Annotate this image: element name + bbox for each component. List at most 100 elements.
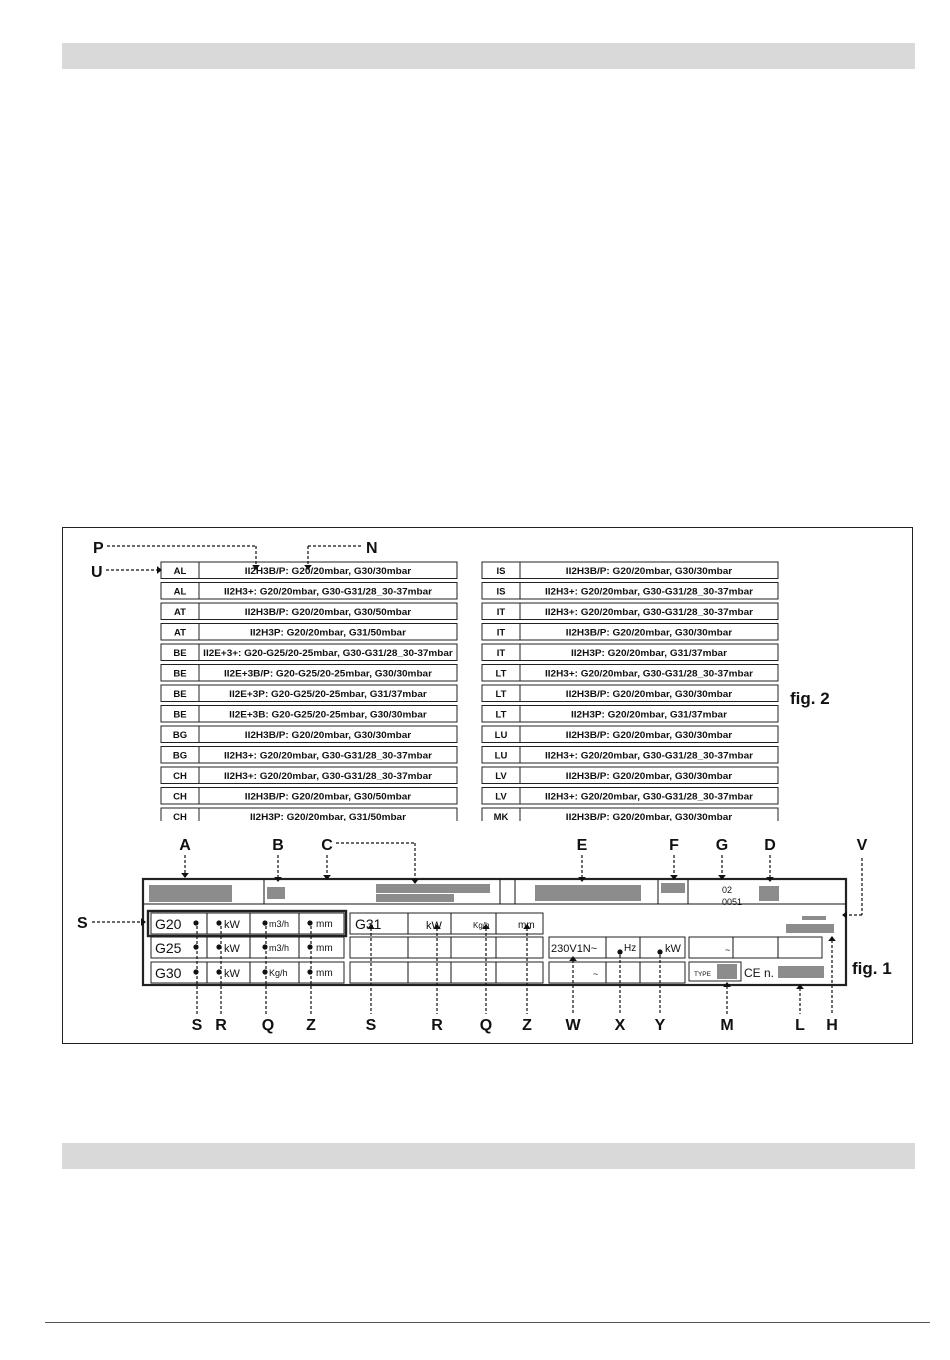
marker-z: [307, 969, 313, 975]
country-code: LT: [496, 669, 507, 680]
arrow-h: [828, 936, 836, 941]
arrow-c: [323, 875, 331, 880]
arrow-s-side: [141, 918, 146, 926]
gas-category-cell: [519, 705, 779, 723]
gas-category-text: II2H3B/P: G20/20mbar, G30/30mbar: [566, 689, 733, 700]
gas-category-cell: [198, 582, 458, 600]
header-code-1: 02: [722, 885, 732, 895]
flow-unit: m3/h: [269, 919, 289, 929]
callout-top: F: [669, 837, 679, 854]
gas-category-cell: [519, 623, 779, 641]
gas-category-cell: [198, 746, 458, 764]
g31-gas-type: G31: [355, 916, 382, 932]
section-header-band-top: [62, 43, 915, 69]
gas-category-text: II2H3P: G20/20mbar, G31/50mbar: [250, 628, 406, 639]
gas-category-cell: [519, 602, 779, 620]
field-a-model: [149, 885, 232, 902]
gas-category-cell: [198, 787, 458, 805]
arrow-v: [842, 911, 847, 919]
callout-bottom: S: [192, 1017, 203, 1034]
gas-category-cell: [198, 664, 458, 682]
type-label: TYPE: [694, 971, 712, 978]
gas-category-text: II2H3P: G20/20mbar, G31/37mbar: [571, 648, 727, 659]
gas-category-cell: [198, 705, 458, 723]
gas-category-text: II2H3B/P: G20/20mbar, G30/30mbar: [566, 812, 733, 823]
gas-category-cell: [198, 602, 458, 620]
country-code: LU: [495, 751, 508, 762]
callout-top: A: [179, 837, 191, 854]
g31-row-box: [349, 912, 544, 935]
callout-top: D: [764, 837, 776, 854]
gas-category-cell: [519, 746, 779, 764]
field-c-line2: [376, 894, 454, 902]
gas-category-text: II2H3+: G20/20mbar, G30-G31/28_30-37mbar: [545, 792, 753, 803]
callout-top: E: [577, 837, 588, 854]
gas-category-cell: [198, 643, 458, 661]
marker-q: [262, 920, 268, 926]
country-code: CH: [173, 812, 187, 823]
g31-flow-unit: Kg/h: [473, 921, 489, 930]
electrical-row-1: [548, 936, 686, 959]
marker-s: [193, 969, 199, 975]
country-code: AT: [174, 628, 186, 639]
gas-category-text: II2H3+: G20/20mbar, G30-G31/28_30-37mbar: [224, 751, 432, 762]
gas-category-cell: [519, 664, 779, 682]
arrow-c2: [411, 879, 419, 884]
arrow-top: [766, 877, 774, 882]
country-code: AL: [174, 587, 187, 598]
gas-category-text: II2H3P: G20/20mbar, G31/50mbar: [250, 812, 406, 823]
callout-bottom: W: [565, 1017, 581, 1034]
gas-type: G30: [155, 965, 182, 981]
country-code: LT: [496, 689, 507, 700]
arrow-top: [274, 877, 282, 882]
country-code: IS: [497, 587, 506, 598]
electrical-tilde: ~: [593, 969, 598, 979]
gas-category-cell: [519, 643, 779, 661]
marker-r: [216, 969, 222, 975]
country-code: IT: [497, 648, 506, 659]
electrical-row-2: [548, 961, 686, 984]
arrow-l: [796, 984, 804, 989]
country-code: CH: [173, 792, 187, 803]
marker-q: [262, 944, 268, 950]
gas-category-text: II2H3B/P: G20/20mbar, G30/50mbar: [245, 607, 412, 618]
callout-top: G: [716, 837, 728, 854]
arrow-top: [181, 873, 189, 878]
gas-category-cell: [519, 766, 779, 784]
gas-category-text: II2H3B/P: G20/20mbar, G30/30mbar: [566, 628, 733, 639]
marker-s: [193, 920, 199, 926]
field-f: [661, 883, 685, 893]
g31-row-box: [349, 936, 544, 959]
gas-category-text: II2H3B/P: G20/20mbar, G30/50mbar: [245, 792, 412, 803]
g20-row-highlight: [146, 909, 348, 938]
field-c-line1: [376, 884, 490, 893]
arrow-p: [252, 565, 260, 570]
flow-unit: Kg/h: [269, 968, 288, 978]
callout-s-side: S: [77, 915, 88, 932]
callout-bottom: Z: [522, 1017, 532, 1034]
flow-unit: m3/h: [269, 943, 289, 953]
gas-category-cell: [519, 582, 779, 600]
field-h: [786, 924, 834, 933]
marker-q: [262, 969, 268, 975]
power-unit: kW: [224, 943, 241, 955]
callout-bottom: X: [615, 1017, 626, 1034]
callout-p: P: [93, 540, 104, 557]
gas-row-box: [150, 961, 345, 984]
diameter-unit: mm: [316, 943, 333, 954]
country-code: AT: [174, 607, 186, 618]
country-code: AL: [174, 566, 187, 577]
callout-bottom: Z: [306, 1017, 316, 1034]
country-code: BE: [173, 710, 186, 721]
marker-x: [617, 949, 623, 955]
callout-bottom: Y: [655, 1017, 666, 1034]
gas-category-text: II2E+3P: G20-G25/20-25mbar, G31/37mbar: [229, 689, 427, 700]
footer-rule: [45, 1322, 930, 1323]
header-code-2: 0051: [722, 897, 742, 907]
gas-category-text: II2H3B/P: G20/20mbar, G30/30mbar: [566, 771, 733, 782]
gas-category-text: II2H3+: G20/20mbar, G30-G31/28_30-37mbar: [545, 587, 753, 598]
right-tilde: ~: [725, 945, 730, 955]
right-row-1: [688, 936, 823, 959]
fig1-caption: fig. 1: [852, 959, 892, 978]
arrow-bottom-mid: [433, 924, 441, 929]
